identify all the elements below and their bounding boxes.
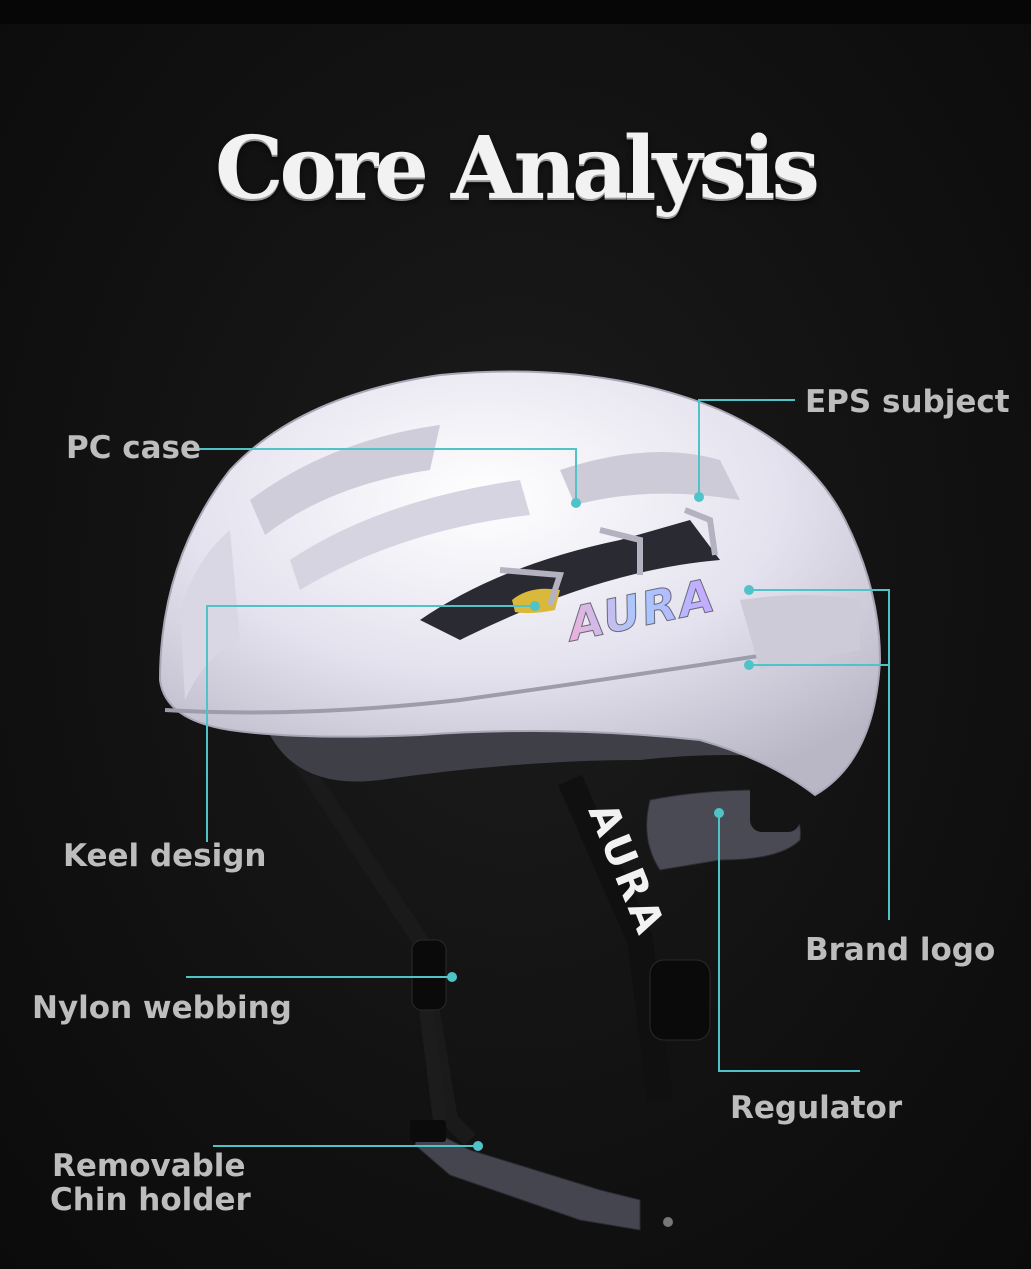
helmet-shell: [158, 370, 882, 797]
leader-pc-case: [197, 448, 577, 503]
label-regulator: Regulator: [730, 1090, 903, 1126]
chin-holder: [410, 1120, 673, 1231]
dot-pc-case: [571, 498, 581, 508]
page-title: Core Analysis: [215, 118, 820, 219]
leader-brand-logo: [749, 589, 890, 920]
dot-brand-logo: [744, 585, 754, 595]
dot-nylon-webbing: [447, 972, 457, 982]
label-removable: Removable: [52, 1148, 246, 1184]
leader-lines: [186, 399, 890, 1147]
label-keel-design: Keel design: [63, 838, 267, 874]
side-buckle: [411, 939, 711, 1041]
dot-eps-subject: [694, 492, 704, 502]
top-strip: [0, 0, 1031, 24]
label-eps-subject: EPS subject: [805, 384, 1010, 420]
label-nylon-webbing: Nylon webbing: [32, 990, 292, 1026]
dot-keel-design: [530, 601, 540, 611]
leader-keel-design: [206, 605, 535, 842]
dot-brand-logo-2: [744, 660, 754, 670]
dot-regulator: [714, 808, 724, 818]
leader-regulator: [718, 813, 860, 1072]
leader-dots: [447, 492, 754, 1151]
regulator-cradle: [646, 772, 801, 871]
label-brand-logo: Brand logo: [805, 932, 996, 968]
dot-chin-holder: [473, 1141, 483, 1151]
leader-eps-subject: [698, 399, 795, 497]
label-chin-holder: Chin holder: [50, 1182, 251, 1218]
label-pc-case: PC case: [66, 430, 202, 466]
